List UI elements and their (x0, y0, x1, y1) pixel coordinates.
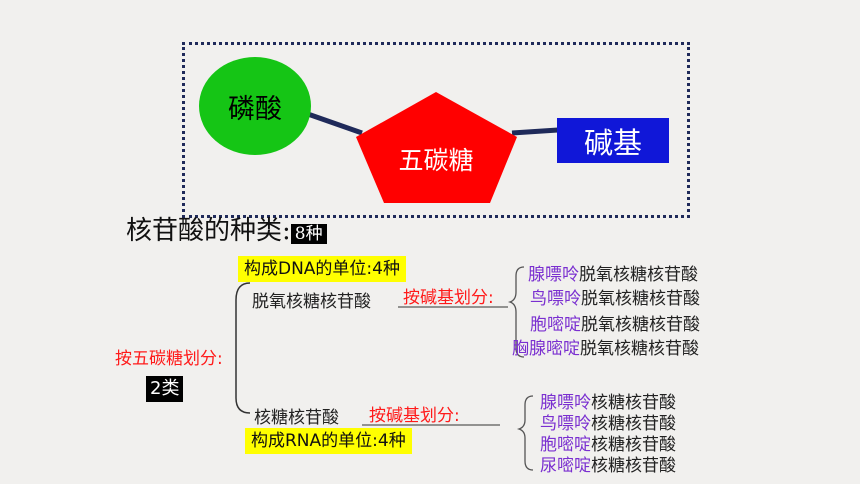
nucleotide-suffix: 脱氧核糖核苷酸 (579, 265, 698, 285)
list-item: 腺嘌呤脱氧核糖核苷酸 (528, 264, 700, 286)
list-item: 鸟嘌呤脱氧核糖核苷酸 (530, 288, 700, 310)
nucleotide-suffix: 核糖核苷酸 (591, 435, 676, 455)
heading-text: 核苷酸的种类: (126, 216, 291, 246)
phosphate-sugar-bond (304, 110, 363, 136)
list-item: 胞嘧啶核糖核苷酸 (540, 435, 676, 456)
sugar-base-bond (511, 127, 559, 136)
base-box: 碱基 (557, 118, 669, 163)
dna-base-brace (507, 266, 525, 358)
five-carbon-sugar-shape (356, 92, 517, 203)
base-label: 碱基 (583, 125, 642, 160)
rna-nucleotide-name: 核糖核苷酸 (254, 408, 339, 428)
nucleotide-suffix: 脱氧核糖核苷酸 (580, 339, 699, 359)
list-item: 尿嘧啶核糖核苷酸 (540, 456, 676, 477)
dna-by-base-label: 按碱基划分: (403, 288, 494, 308)
rna-base-list: 腺嘌呤核糖核苷酸 鸟嘌呤核糖核苷酸 胞嘧啶核糖核苷酸 尿嘧啶核糖核苷酸 (540, 393, 676, 477)
list-item: 胞嘧啶脱氧核糖核苷酸 (530, 314, 700, 336)
rna-unit-note: 构成RNA的单位:4种 (245, 428, 412, 454)
base-name: 腺嘌呤 (528, 265, 579, 285)
phosphate-circle: 磷酸 (199, 57, 311, 155)
sugar-label: 五碳糖 (398, 146, 474, 175)
by-sugar-label: 按五碳糖划分: (115, 349, 223, 369)
base-name: 尿嘧啶 (540, 456, 591, 476)
nucleotide-suffix: 脱氧核糖核苷酸 (581, 315, 700, 335)
dna-unit-note: 构成DNA的单位:4种 (238, 256, 406, 282)
phosphate-label: 磷酸 (228, 93, 282, 125)
nucleotide-suffix: 脱氧核糖核苷酸 (581, 289, 700, 309)
base-name: 胞嘧啶 (530, 315, 581, 335)
sugar-class-bracket (235, 282, 251, 414)
base-name: 胞嘧啶 (540, 435, 591, 455)
rna-by-base-label: 按碱基划分: (369, 406, 460, 426)
list-item: 鸟嘌呤核糖核苷酸 (540, 414, 676, 435)
dna-base-list: 腺嘌呤脱氧核糖核苷酸 鸟嘌呤脱氧核糖核苷酸 胞嘧啶脱氧核糖核苷酸 胸腺嘧啶脱氧核… (512, 264, 700, 360)
base-name: 胸腺嘧啶 (512, 339, 580, 359)
nucleotide-suffix: 核糖核苷酸 (591, 393, 676, 413)
base-name: 鸟嘌呤 (530, 289, 581, 309)
dna-nucleotide-name: 脱氧核糖核苷酸 (252, 292, 371, 312)
sugar-class-count-badge: 2类 (146, 376, 184, 402)
nucleotide-suffix: 核糖核苷酸 (591, 456, 676, 476)
base-name: 腺嘌呤 (540, 393, 591, 413)
nucleotide-structure-frame (182, 42, 690, 218)
base-name: 鸟嘌呤 (540, 414, 591, 434)
nucleotide-types-heading: 核苷酸的种类:8种 (126, 210, 327, 247)
type-count-badge: 8种 (290, 224, 327, 244)
rna-base-brace (516, 395, 534, 471)
nucleotide-suffix: 核糖核苷酸 (591, 414, 676, 434)
list-item: 胸腺嘧啶脱氧核糖核苷酸 (512, 338, 700, 360)
list-item: 腺嘌呤核糖核苷酸 (540, 393, 676, 414)
